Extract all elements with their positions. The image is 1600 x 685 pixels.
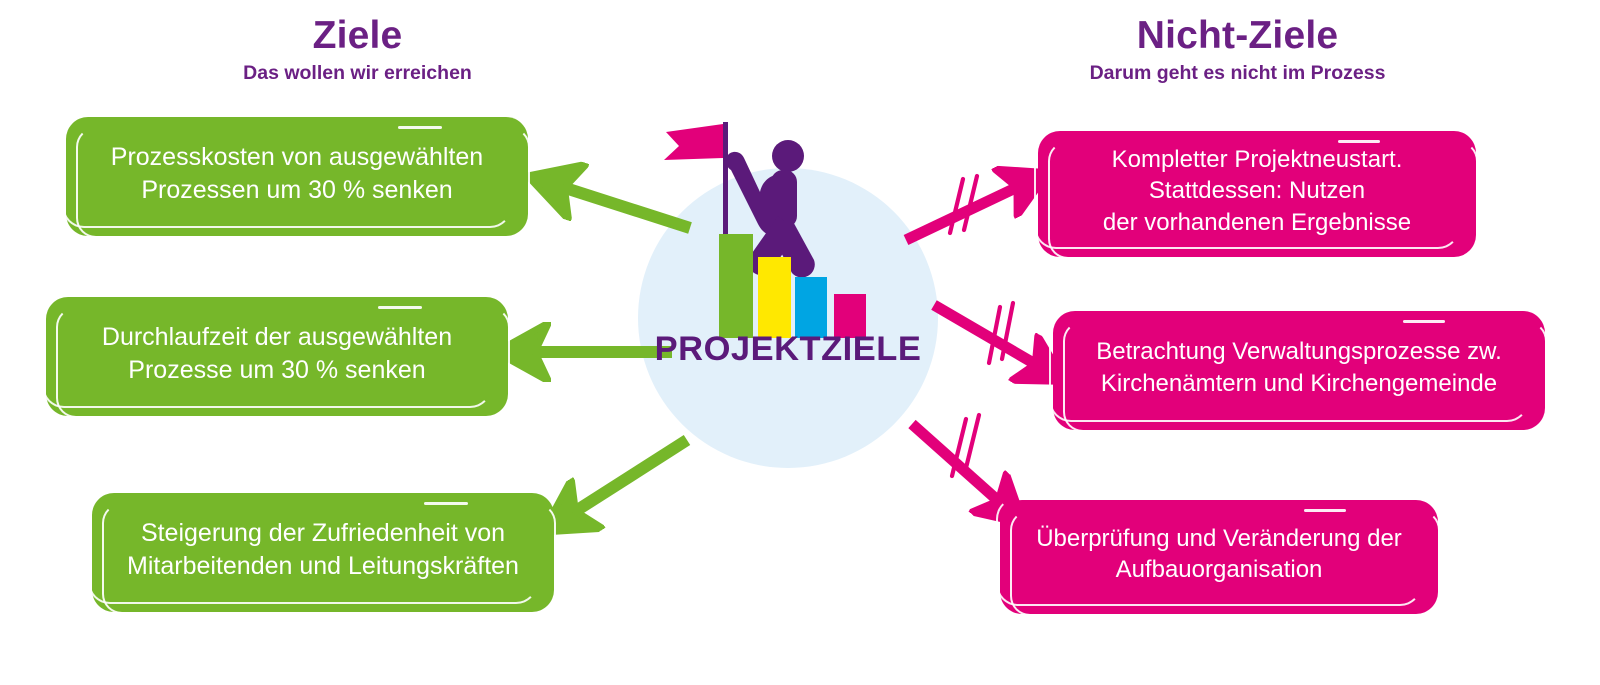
goal-arrow-3 xyxy=(568,434,691,516)
sketch-tick xyxy=(378,306,422,309)
non-goal-box-3[interactable]: Überprüfung und Veränderung der Aufbauor… xyxy=(996,497,1440,616)
non-goal-box-1-line1: Kompletter Projektneustart. xyxy=(1111,146,1403,174)
goal-box-2[interactable]: Durchlaufzeit der ausgewählten Prozesse … xyxy=(42,294,510,418)
goal-box-3-line1: Steigerung der Zufriedenheit von xyxy=(140,519,506,547)
sketch-tick xyxy=(398,126,442,129)
sketch-tick xyxy=(424,502,468,505)
flag-icon xyxy=(664,124,723,160)
goal-box-2-line1: Durchlaufzeit der ausgewählten xyxy=(101,323,453,351)
non-goals-subtitle: Darum geht es nicht im Prozess xyxy=(1089,61,1386,84)
chart-bar-3 xyxy=(795,277,827,338)
non-goal-box-3-line2: Aufbauorganisation xyxy=(1115,556,1323,583)
non-goal-box-2[interactable]: Betrachtung Verwaltungsprozesse zw. Kirc… xyxy=(1049,308,1547,432)
non-goal-arrow-1 xyxy=(903,173,1024,245)
person-walking-icon xyxy=(725,140,815,278)
non-goals-title: Nicht-Ziele xyxy=(1136,14,1339,57)
goal-box-1-line2: Prozessen um 30 % senken xyxy=(141,175,453,204)
non-goal-box-1-line3: der vorhandenen Ergebnisse xyxy=(1102,208,1412,236)
non-goal-box-2-line2: Kirchenämtern und Kirchengemeinde xyxy=(1100,369,1498,397)
goal-arrow-1 xyxy=(556,185,692,234)
center-label: PROJEKTZIELE xyxy=(654,330,922,368)
goal-box-2-text: Durchlaufzeit der ausgewählten Prozesse … xyxy=(72,321,482,386)
non-goal-arrow-3 xyxy=(908,412,1004,506)
negation-marker-2 xyxy=(986,300,1016,366)
chart-bar-1 xyxy=(719,234,753,338)
goal-box-3-text: Steigerung der Zufriedenheit von Mitarbe… xyxy=(118,517,528,582)
non-goal-box-2-text: Betrachtung Verwaltungsprozesse zw. Kirc… xyxy=(1079,336,1519,398)
negation-marker-1 xyxy=(947,173,980,236)
goal-box-1[interactable]: Prozesskosten von ausgewählten Prozessen… xyxy=(62,114,530,238)
sketch-tick xyxy=(1304,509,1346,512)
sketch-tick xyxy=(1338,140,1380,143)
goal-box-3-line2: Mitarbeitenden und Leitungskräften xyxy=(127,551,519,580)
non-goal-box-1[interactable]: Kompletter Projektneustart. Stattdessen:… xyxy=(1034,128,1478,259)
goals-title: Ziele xyxy=(312,14,403,57)
negation-marker-3 xyxy=(949,412,982,479)
flag-pole-icon xyxy=(723,122,728,234)
non-goals-header: Nicht-Ziele Darum geht es nicht im Proze… xyxy=(880,14,1595,85)
bar-chart-person-flag-icon xyxy=(664,122,866,338)
chart-bar-4 xyxy=(834,294,866,338)
non-goal-box-3-line1: Überprüfung und Veränderung der xyxy=(1036,524,1402,552)
goals-header: Ziele Das wollen wir erreichen xyxy=(0,14,715,85)
chart-bar-2 xyxy=(758,257,791,338)
goal-box-1-text: Prozesskosten von ausgewählten Prozessen… xyxy=(92,141,502,206)
non-goal-box-2-line1: Betrachtung Verwaltungsprozesse zw. xyxy=(1096,338,1502,366)
goal-box-3[interactable]: Steigerung der Zufriedenheit von Mitarbe… xyxy=(88,490,556,614)
goal-box-2-line2: Prozesse um 30 % senken xyxy=(128,355,426,384)
non-goal-box-1-text: Kompletter Projektneustart. Stattdessen:… xyxy=(1064,144,1450,238)
non-goal-arrow-2 xyxy=(931,300,1042,368)
non-goal-box-1-line2: Stattdessen: Nutzen xyxy=(1148,177,1366,205)
sketch-tick xyxy=(1403,320,1445,323)
goal-box-1-line1: Prozesskosten von ausgewählten xyxy=(110,143,484,171)
goals-subtitle: Das wollen wir erreichen xyxy=(243,61,472,84)
non-goal-box-3-text: Überprüfung und Veränderung der Aufbauor… xyxy=(1026,523,1412,585)
